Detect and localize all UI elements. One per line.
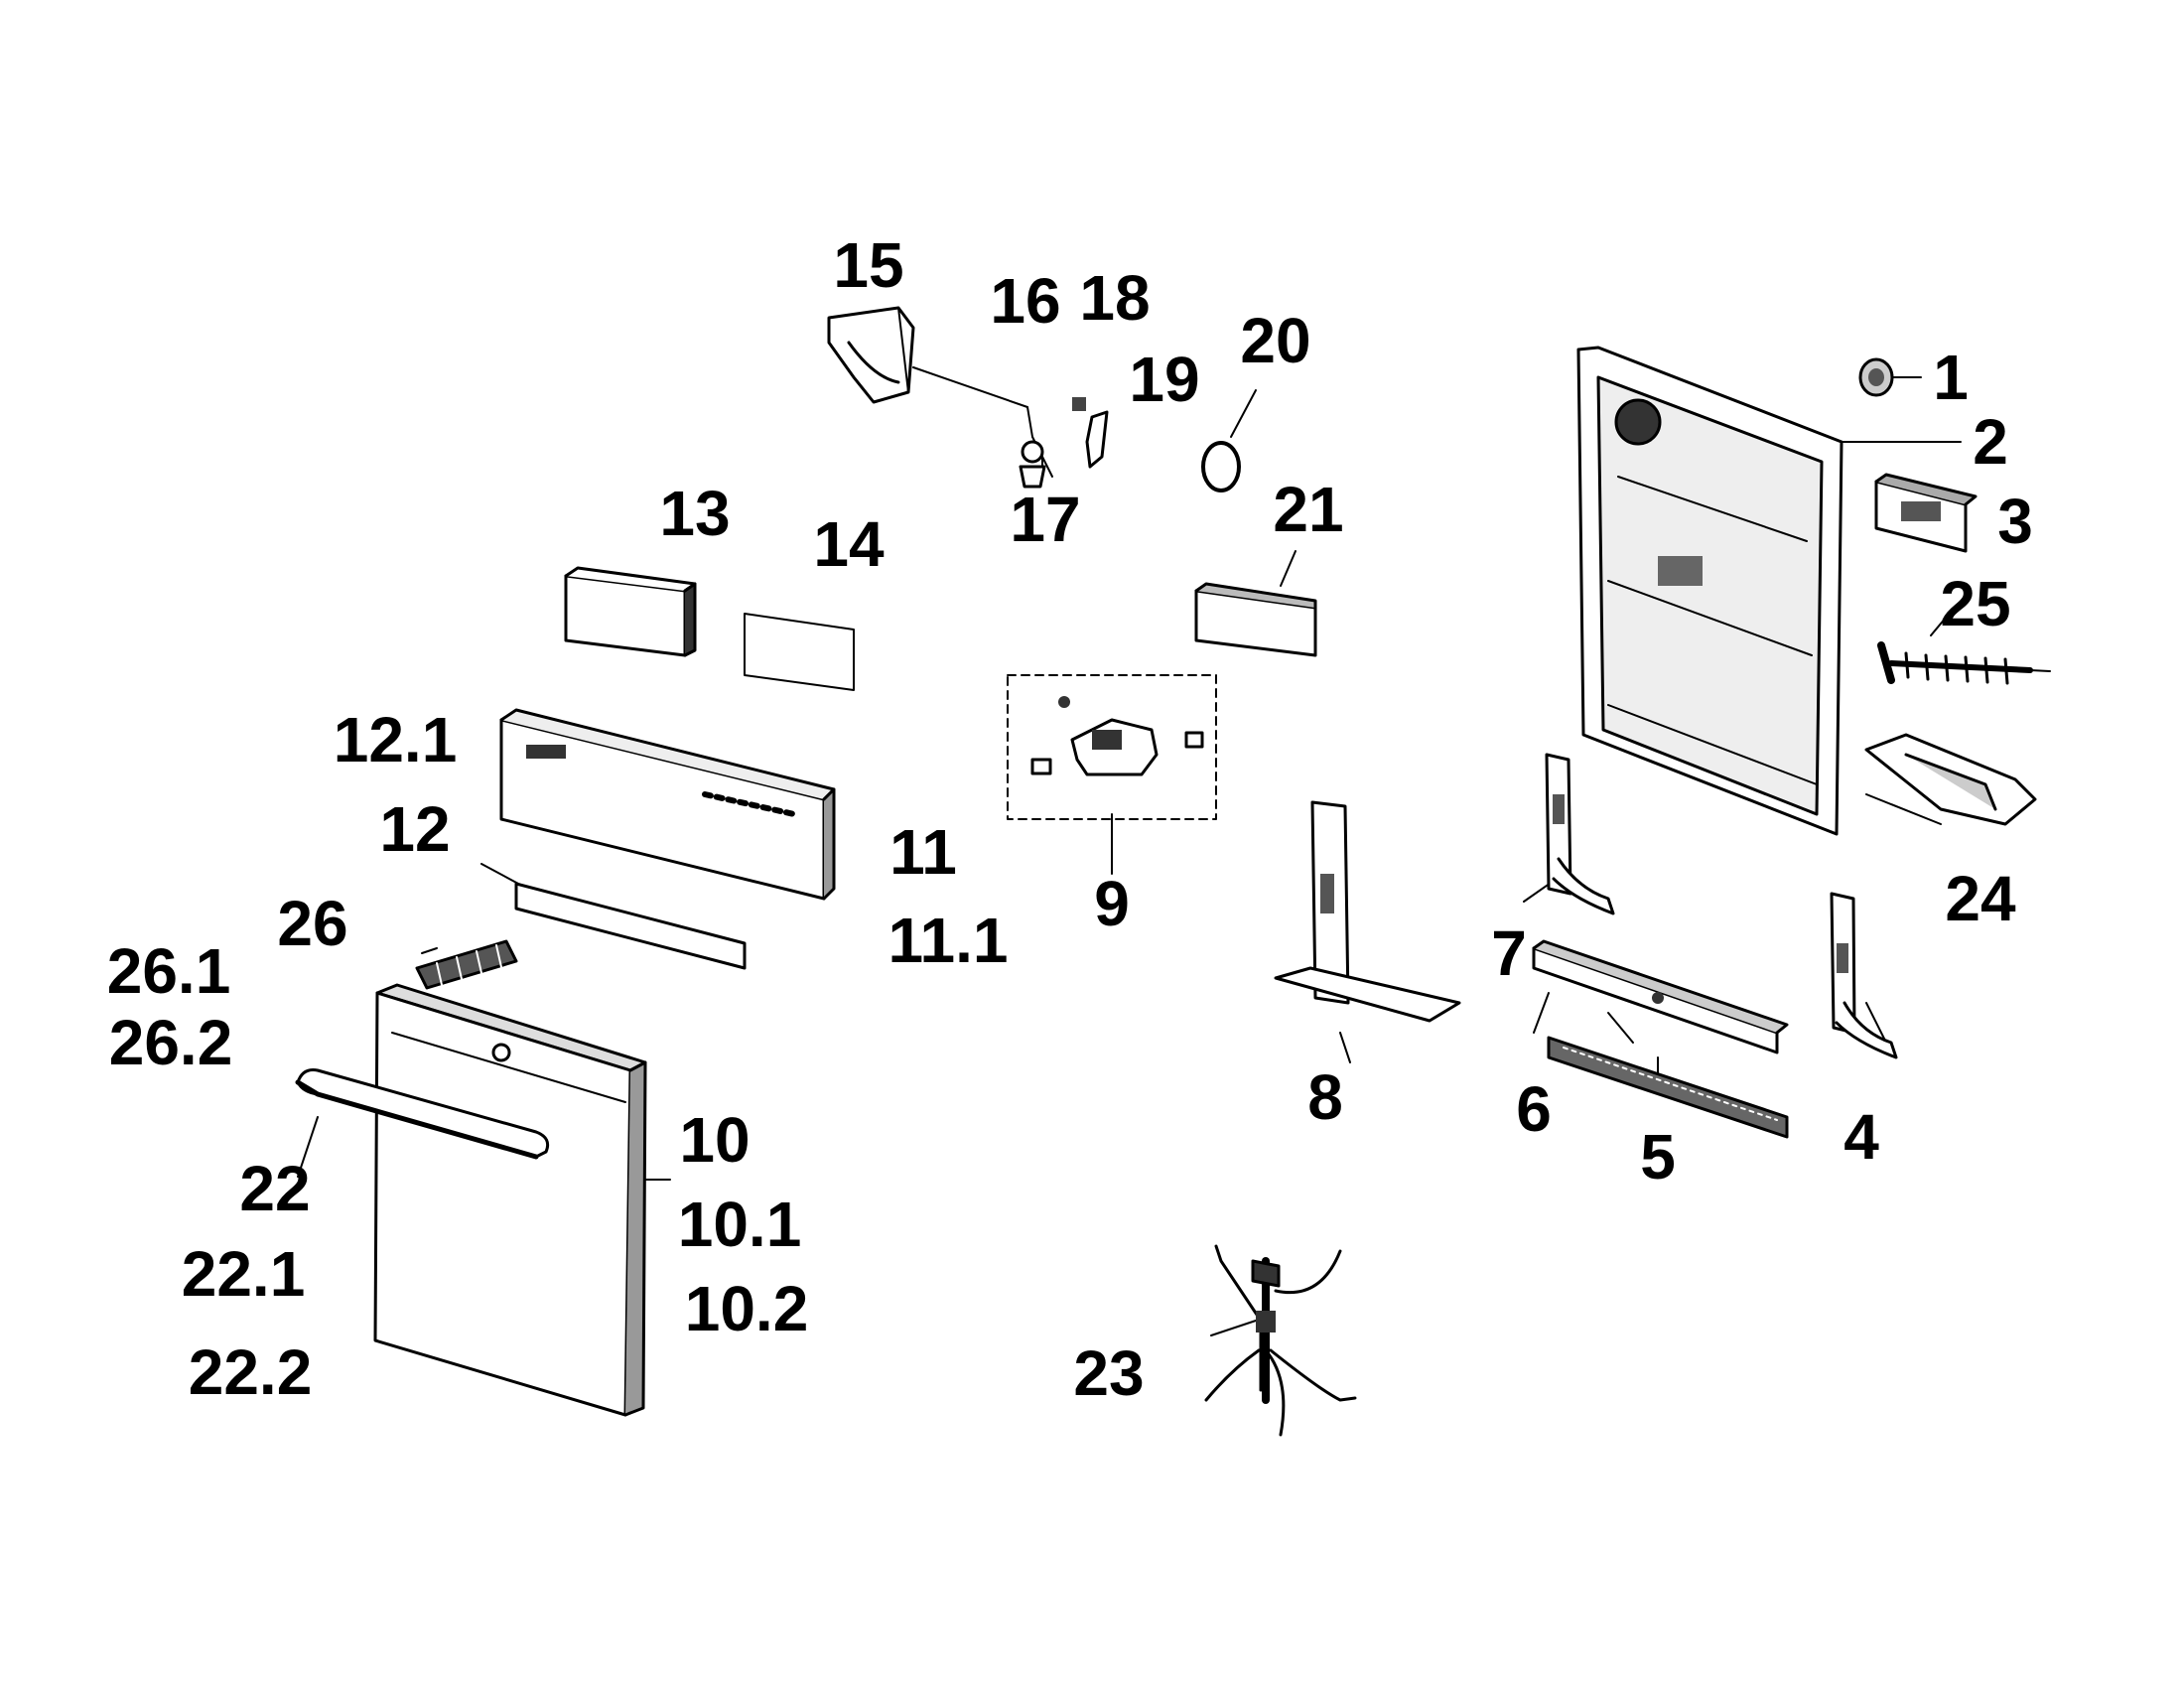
callout-23: 23 — [1073, 1337, 1145, 1409]
part-22-handle — [295, 1068, 550, 1160]
callout-17: 17 — [1010, 484, 1081, 555]
part-15-cap — [827, 306, 915, 404]
callout-21: 21 — [1273, 474, 1344, 545]
callout-26-2: 26.2 — [108, 1007, 233, 1078]
callout-22-2: 22.2 — [188, 1336, 313, 1408]
callout-22: 22 — [239, 1153, 311, 1224]
callout-5: 5 — [1640, 1121, 1676, 1193]
part-6-rail — [1532, 939, 1789, 1054]
callout-12: 12 — [379, 793, 451, 865]
callout-19: 19 — [1129, 344, 1200, 415]
callout-18: 18 — [1079, 262, 1151, 334]
callout-9: 9 — [1094, 868, 1130, 939]
callout-16: 16 — [990, 265, 1061, 337]
callout-22-1: 22.1 — [181, 1238, 306, 1310]
callout-13: 13 — [659, 478, 731, 549]
part-21-bracket — [1194, 582, 1317, 657]
part-4-hinge — [1830, 892, 1898, 1059]
callout-3: 3 — [1997, 486, 2033, 557]
callout-24: 24 — [1945, 863, 2016, 934]
part-24-vent — [1864, 733, 2037, 826]
callout-12-1: 12.1 — [333, 704, 458, 775]
callout-8: 8 — [1307, 1061, 1343, 1133]
part-26-spring — [415, 939, 518, 990]
part-2-inner-door — [1576, 346, 1843, 836]
callout-11: 11 — [889, 816, 957, 888]
part-5-strip — [1547, 1036, 1789, 1139]
part-1-plug — [1858, 357, 1894, 397]
callout-10-2: 10.2 — [684, 1273, 809, 1344]
part-9-control-module — [1007, 674, 1217, 820]
part-12-trim — [514, 882, 747, 970]
callout-1: 1 — [1933, 342, 1969, 413]
part-14-card — [744, 613, 855, 691]
callout-20: 20 — [1240, 305, 1311, 376]
callout-6: 6 — [1516, 1073, 1552, 1145]
part-20-ring — [1201, 441, 1241, 492]
part-23-harness — [1204, 1244, 1357, 1437]
part-7-hinge — [1545, 753, 1615, 915]
parts-16-19-hardware — [1019, 397, 1109, 489]
callout-15: 15 — [833, 229, 904, 301]
part-3-latch — [1874, 473, 1978, 553]
callout-10: 10 — [679, 1104, 751, 1176]
part-10-door-panel — [373, 983, 647, 1417]
callout-26: 26 — [277, 888, 348, 959]
callout-4: 4 — [1843, 1101, 1879, 1173]
part-13-panel — [564, 566, 697, 657]
callout-25: 25 — [1940, 568, 2011, 639]
callout-26-1: 26.1 — [106, 935, 231, 1007]
part-12-1-control-panel — [499, 708, 836, 901]
part-8-bracket — [1274, 800, 1461, 1023]
callout-14: 14 — [813, 508, 885, 580]
part-25-screw — [1877, 641, 2051, 685]
callout-7: 7 — [1491, 917, 1527, 989]
callout-11-1: 11.1 — [887, 905, 1009, 976]
callout-2: 2 — [1973, 406, 2008, 478]
callout-10-1: 10.1 — [677, 1189, 802, 1260]
